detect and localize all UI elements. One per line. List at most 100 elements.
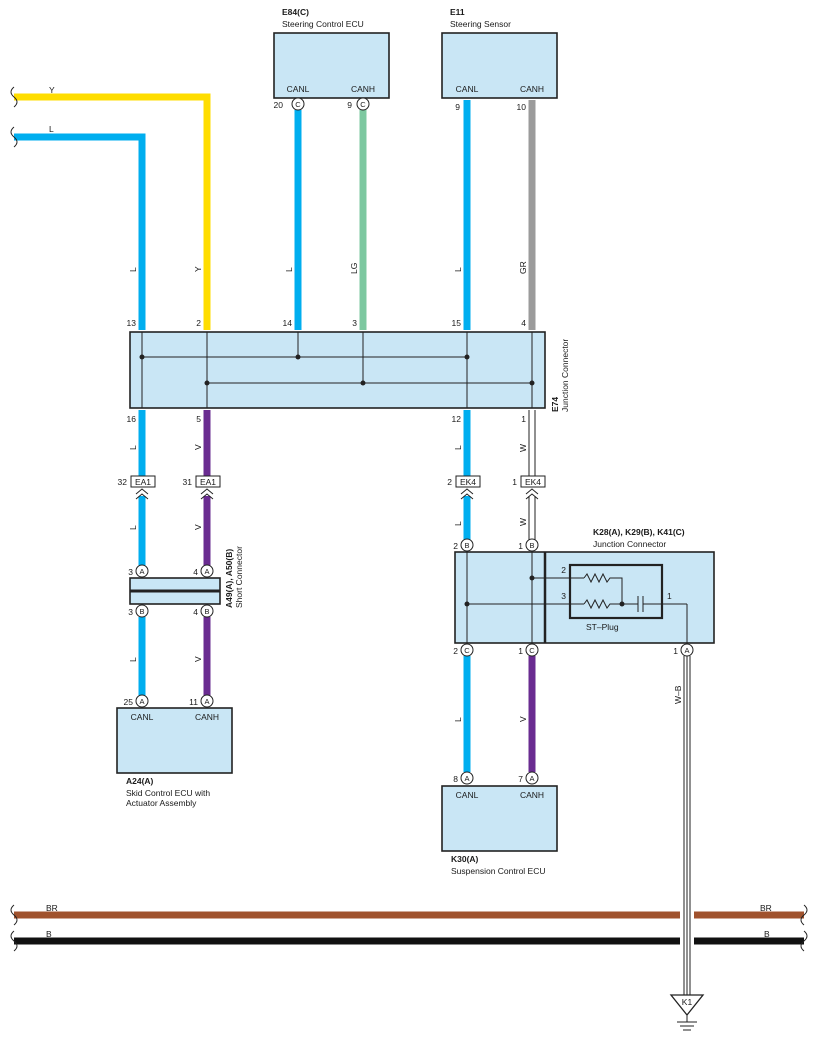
svg-text:8: 8 [453, 774, 458, 784]
svg-text:A: A [529, 774, 534, 783]
a24-name1: Skid Control ECU with [126, 788, 210, 798]
wire-label-gr: GR [518, 261, 528, 274]
svg-text:31: 31 [183, 477, 193, 487]
wire-label-l7: L [453, 521, 463, 526]
e84-pin-20: 20 [274, 100, 284, 110]
wire-label-l4: L [128, 445, 138, 450]
wire-label-l6: L [128, 525, 138, 530]
wire-label-wb: W–B [673, 685, 683, 704]
wire-label-l5: L [453, 445, 463, 450]
svg-text:A: A [204, 697, 209, 706]
svg-text:B: B [464, 541, 469, 550]
wire-w-ek4 [528, 496, 536, 540]
svg-text:EA1: EA1 [135, 477, 151, 487]
component-a49: 3 A 4 A 3 B 4 B A49(A), A50(B) Short Con… [128, 546, 244, 618]
wire-label-v2: V [193, 524, 203, 530]
wire-label-w1: W [518, 444, 528, 452]
e74-pin-16: 16 [127, 414, 137, 424]
component-e74: 13 2 14 3 15 4 16 5 12 1 E74 Junction Co… [127, 318, 570, 424]
svg-text:32: 32 [118, 477, 128, 487]
e84-name: Steering Control ECU [282, 19, 364, 29]
e74-name: Junction Connector [560, 339, 570, 412]
e74-pin-1: 1 [521, 414, 526, 424]
e84-canh: CANH [351, 84, 375, 94]
wire-w-b [683, 656, 691, 995]
a24-name2: Actuator Assembly [126, 798, 197, 808]
component-a24: 25 A 11 A CANL CANH A24(A) Skid Control … [116, 694, 233, 808]
wire-label-l3: L [453, 267, 463, 272]
svg-text:1: 1 [518, 541, 523, 551]
svg-text:3: 3 [128, 567, 133, 577]
e74-pin-3: 3 [352, 318, 357, 328]
k28-id: K28(A), K29(B), K41(C) [593, 527, 685, 537]
k30-name: Suspension Control ECU [451, 866, 546, 876]
wire-label-l8: L [128, 657, 138, 662]
connector-ek4-right: 1 EK4 [512, 475, 546, 500]
e84-conn-c1: C [295, 100, 301, 109]
connector-ek4-left: 2 EK4 [447, 475, 481, 500]
svg-text:CANL: CANL [131, 712, 154, 722]
ground-k1: K1 [669, 994, 705, 1031]
svg-text:1: 1 [673, 646, 678, 656]
svg-text:A: A [139, 697, 144, 706]
wire-w-1 [528, 410, 536, 476]
st-plug-label: ST–Plug [586, 622, 619, 632]
e11-pin-9: 9 [455, 102, 460, 112]
wire-label-lg: LG [349, 263, 359, 274]
svg-text:7: 7 [518, 774, 523, 784]
svg-text:CANH: CANH [520, 790, 544, 800]
component-k30: 8 A 7 A CANL CANH K30(A) Suspension Cont… [441, 771, 558, 876]
wire-y [14, 93, 211, 330]
wire-label-b-right: B [764, 929, 770, 939]
e11-canh: CANH [520, 84, 544, 94]
svg-text:4: 4 [193, 567, 198, 577]
e74-pin-13: 13 [127, 318, 137, 328]
svg-text:1: 1 [512, 477, 517, 487]
svg-text:A: A [684, 646, 689, 655]
wire-label-y1: Y [193, 266, 203, 272]
wire-label-v1: V [193, 444, 203, 450]
svg-text:K1: K1 [682, 997, 693, 1007]
svg-text:C: C [464, 646, 470, 655]
e11-name: Steering Sensor [450, 19, 511, 29]
break-marks [10, 86, 808, 952]
a24-id: A24(A) [126, 776, 154, 786]
wire-label-l2: L [284, 267, 294, 272]
wire-l-left [14, 133, 146, 330]
e84-id: E84(C) [282, 7, 309, 17]
a49-name: Short Connector [234, 546, 244, 608]
e74-pin-15: 15 [452, 318, 462, 328]
svg-text:2: 2 [561, 565, 566, 575]
wire-label-br-left: BR [46, 903, 58, 913]
svg-text:11: 11 [189, 697, 198, 707]
e74-pin-4: 4 [521, 318, 526, 328]
svg-text:4: 4 [193, 607, 198, 617]
e84-canl: CANL [287, 84, 310, 94]
wire-label-l9: L [453, 717, 463, 722]
svg-text:A: A [139, 567, 144, 576]
e74-pin-12: 12 [452, 414, 462, 424]
e11-canl: CANL [456, 84, 479, 94]
svg-text:2: 2 [453, 541, 458, 551]
component-e11: E11 Steering Sensor CANL CANH 9 10 [441, 7, 558, 112]
svg-text:B: B [529, 541, 534, 550]
e84-pin-9: 9 [347, 100, 352, 110]
e11-pin-10: 10 [517, 102, 527, 112]
e11-id: E11 [450, 7, 465, 17]
svg-text:B: B [204, 607, 209, 616]
svg-text:A: A [464, 774, 469, 783]
svg-text:2: 2 [453, 646, 458, 656]
e84-conn-c2: C [360, 100, 366, 109]
connector-ea1-right: 31 EA1 [183, 475, 221, 500]
svg-text:CANH: CANH [195, 712, 219, 722]
component-e84: E84(C) Steering Control ECU CANL CANH 20… [273, 7, 390, 111]
vertical-wire-labels: L Y L LG L GR L V L W L V L W L V L V W–… [128, 261, 683, 722]
svg-text:1: 1 [667, 591, 672, 601]
svg-text:EK4: EK4 [525, 477, 541, 487]
a49-id: A49(A), A50(B) [224, 549, 234, 608]
wire-label-l1: L [128, 267, 138, 272]
svg-text:B: B [139, 607, 144, 616]
svg-text:3: 3 [128, 607, 133, 617]
svg-text:CANL: CANL [456, 790, 479, 800]
svg-text:2: 2 [447, 477, 452, 487]
